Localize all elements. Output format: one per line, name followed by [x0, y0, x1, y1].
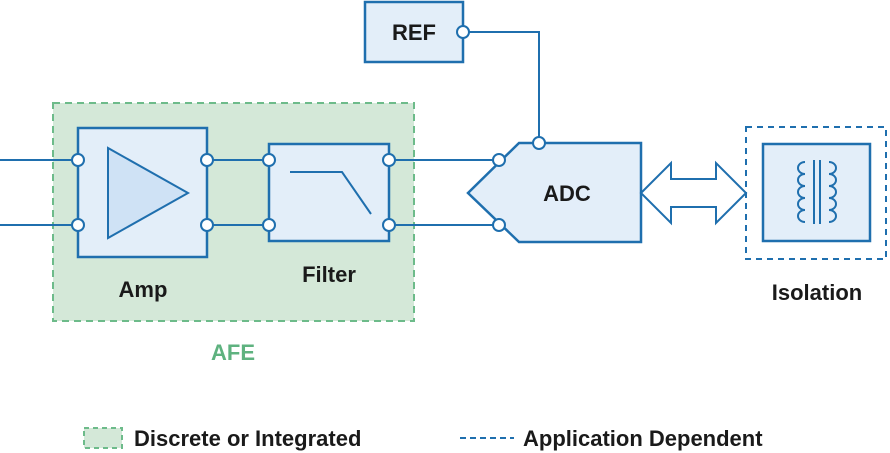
ref-block	[363, 0, 465, 64]
filter-block	[267, 142, 391, 243]
amp-label: Amp	[119, 277, 168, 302]
adc-block	[466, 141, 643, 244]
ref-label: REF	[392, 20, 436, 45]
filter-input-node-top	[262, 153, 276, 167]
lowpass-filter-icon	[290, 171, 372, 215]
amp-input-node-top	[71, 153, 85, 167]
legend: Discrete or Integrated Application Depen…	[83, 426, 763, 451]
legend-label-application: Application Dependent	[523, 426, 763, 451]
amp-block	[76, 126, 209, 259]
legend-swatch-discrete	[83, 427, 123, 449]
legend-label-discrete: Discrete or Integrated	[134, 426, 361, 451]
amp-input-node-bottom	[71, 218, 85, 232]
adc-input-node-bottom	[492, 218, 506, 232]
amp-output-node-top	[200, 153, 214, 167]
filter-output-node-top	[382, 153, 396, 167]
bidirectional-arrow-icon	[639, 160, 748, 226]
adc-label: ADC	[543, 181, 591, 206]
transformer-icon	[797, 160, 837, 224]
filter-output-node-bottom	[382, 218, 396, 232]
isolation-block	[761, 142, 872, 243]
adc-input-node-top	[492, 153, 506, 167]
isolation-group	[745, 126, 887, 260]
filter-input-node-bottom	[262, 218, 276, 232]
filter-label: Filter	[302, 262, 356, 287]
amp-output-node-bottom	[200, 218, 214, 232]
isolation-label: Isolation	[772, 280, 862, 305]
ref-adc-line	[469, 31, 540, 139]
amplifier-symbol-icon	[107, 146, 191, 240]
connection-nodes	[71, 25, 546, 232]
afe-label: AFE	[211, 340, 255, 365]
adc-ref-node	[532, 136, 546, 150]
ref-output-node	[456, 25, 470, 39]
